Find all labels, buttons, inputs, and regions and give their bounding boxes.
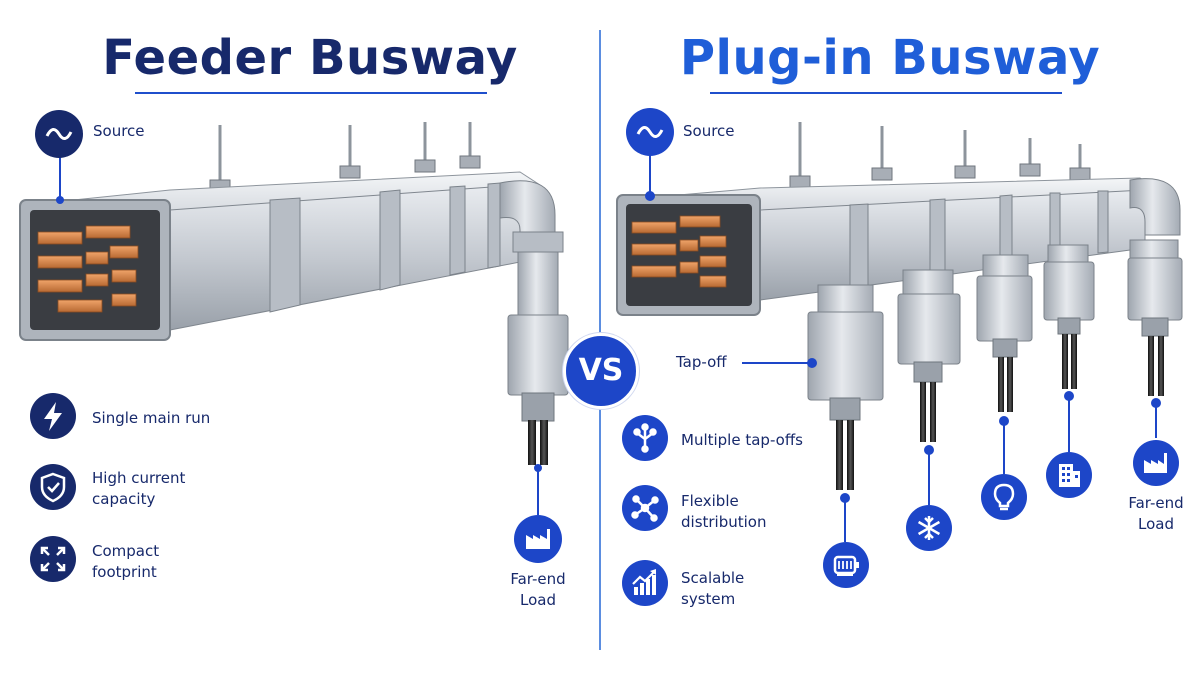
feature-flexible-2: distribution xyxy=(681,513,767,531)
distribution-icon xyxy=(622,485,668,531)
plugin-busway-run xyxy=(616,122,1183,490)
lightning-icon xyxy=(30,393,76,439)
plugin-source-ac-icon xyxy=(626,108,674,156)
plugin-title-underline xyxy=(710,92,1062,94)
feeder-title-underline xyxy=(135,92,487,94)
plugin-busway-title: Plug-in Busway xyxy=(679,30,1101,86)
plugin-factory-icon xyxy=(1133,440,1179,486)
feeder-load-label-1: Far-end xyxy=(510,570,566,588)
lightbulb-icon xyxy=(981,474,1027,520)
plugin-load-label-1: Far-end xyxy=(1128,494,1184,512)
growth-chart-icon xyxy=(622,560,668,606)
feeder-source-label: Source xyxy=(93,122,145,140)
plugin-source-label: Source xyxy=(683,122,735,140)
shield-check-icon xyxy=(30,464,76,510)
tapoff-label: Tap-off xyxy=(676,353,727,371)
feeder-busway-run xyxy=(19,122,569,465)
feature-compact-1: Compact xyxy=(92,542,160,560)
plugin-load-label-2: Load xyxy=(1138,515,1174,533)
motor-icon xyxy=(823,542,869,588)
feature-high-current-1: High current xyxy=(92,469,186,487)
compact-arrows-icon xyxy=(30,536,76,582)
feature-flexible-1: Flexible xyxy=(681,492,739,510)
branch-icon xyxy=(622,415,668,461)
plugin-connectors xyxy=(645,152,1161,542)
feature-single-main-run: Single main run xyxy=(92,409,211,427)
feeder-source-ac-icon xyxy=(35,110,83,158)
feature-scalable-2: system xyxy=(681,590,736,608)
vs-badge: VS xyxy=(563,333,639,409)
feature-high-current-2: capacity xyxy=(92,490,156,508)
feeder-busway-title: Feeder Busway xyxy=(102,30,518,86)
building-icon xyxy=(1046,452,1092,498)
feeder-factory-icon xyxy=(514,515,562,563)
feature-compact-2: footprint xyxy=(92,563,157,581)
feature-scalable-1: Scalable xyxy=(681,569,745,587)
feeder-load-label-2: Load xyxy=(520,591,556,609)
feature-multiple-tapoffs: Multiple tap-offs xyxy=(681,431,803,449)
snowflake-icon xyxy=(906,505,952,551)
